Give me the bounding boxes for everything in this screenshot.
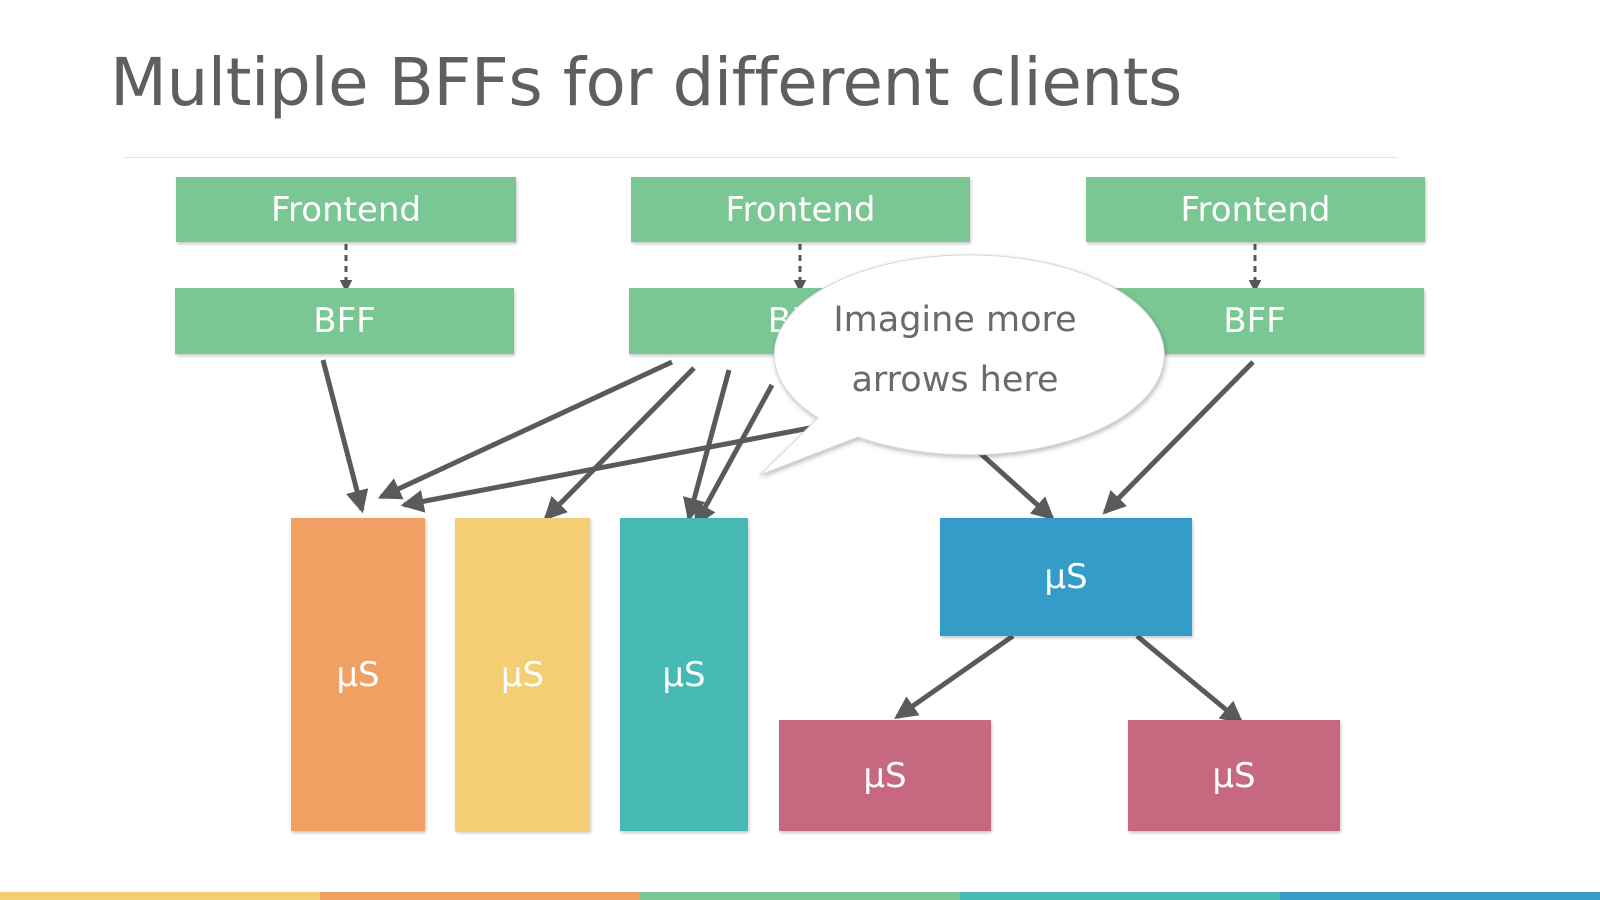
footer-color-bar xyxy=(0,892,1600,900)
speech-bubble-line-1: Imagine more xyxy=(833,300,1077,340)
arrow-ms4-ms5 xyxy=(894,633,1015,720)
microservice-box-3: μS xyxy=(620,518,748,831)
microservice-label-4: μS xyxy=(1044,557,1088,597)
microservice-label-6: μS xyxy=(1212,755,1256,796)
microservice-box-5: μS xyxy=(779,720,991,831)
footer-segment-green xyxy=(640,892,960,900)
frontend-label-3: Frontend xyxy=(1180,189,1331,230)
arrow-bff2-ms1-a xyxy=(377,359,674,500)
arrow-bff3-ms4-a xyxy=(968,442,1055,521)
footer-segment-teal xyxy=(960,892,1280,900)
speech-bubble-line-2: arrows here xyxy=(851,360,1059,400)
speech-bubble-text: Imagine more arrows here xyxy=(770,290,1140,410)
microservice-box-2: μS xyxy=(455,518,590,831)
footer-segment-yellow xyxy=(0,892,320,900)
footer-segment-blue xyxy=(1280,892,1600,900)
bff-label-1: BFF xyxy=(313,301,376,341)
frontend-box-3: Frontend xyxy=(1086,177,1425,242)
bff-label-3: BFF xyxy=(1223,301,1286,341)
arrow-bff2-ms1-b xyxy=(400,425,811,513)
microservice-box-4: μS xyxy=(940,518,1192,636)
frontend-label-2: Frontend xyxy=(725,189,876,230)
slide-title: Multiple BFFs for different clients xyxy=(110,44,1182,121)
arrow-bff1-ms1 xyxy=(320,359,369,514)
frontend-label-1: Frontend xyxy=(270,189,422,230)
microservice-label-5: μS xyxy=(863,755,907,796)
arrow-ms4-ms6 xyxy=(1135,634,1244,725)
footer-segment-orange xyxy=(320,892,640,900)
microservice-label-3: μS xyxy=(662,654,706,695)
title-divider xyxy=(124,157,1398,158)
microservice-label-2: μS xyxy=(500,654,545,695)
microservice-label-1: μS xyxy=(336,654,380,695)
bff-box-1: BFF xyxy=(175,288,514,354)
arrow-bff3-ms4-b xyxy=(1102,360,1255,515)
frontend-box-2: Frontend xyxy=(631,177,970,242)
arrow-bff2-ms2 xyxy=(543,366,696,521)
arrow-bff2-ms3-a xyxy=(682,369,732,522)
microservice-box-1: μS xyxy=(291,518,425,831)
microservice-box-6: μS xyxy=(1128,720,1340,831)
arrow-bff2-ms3-b xyxy=(693,383,775,528)
frontend-box-1: Frontend xyxy=(176,177,516,242)
